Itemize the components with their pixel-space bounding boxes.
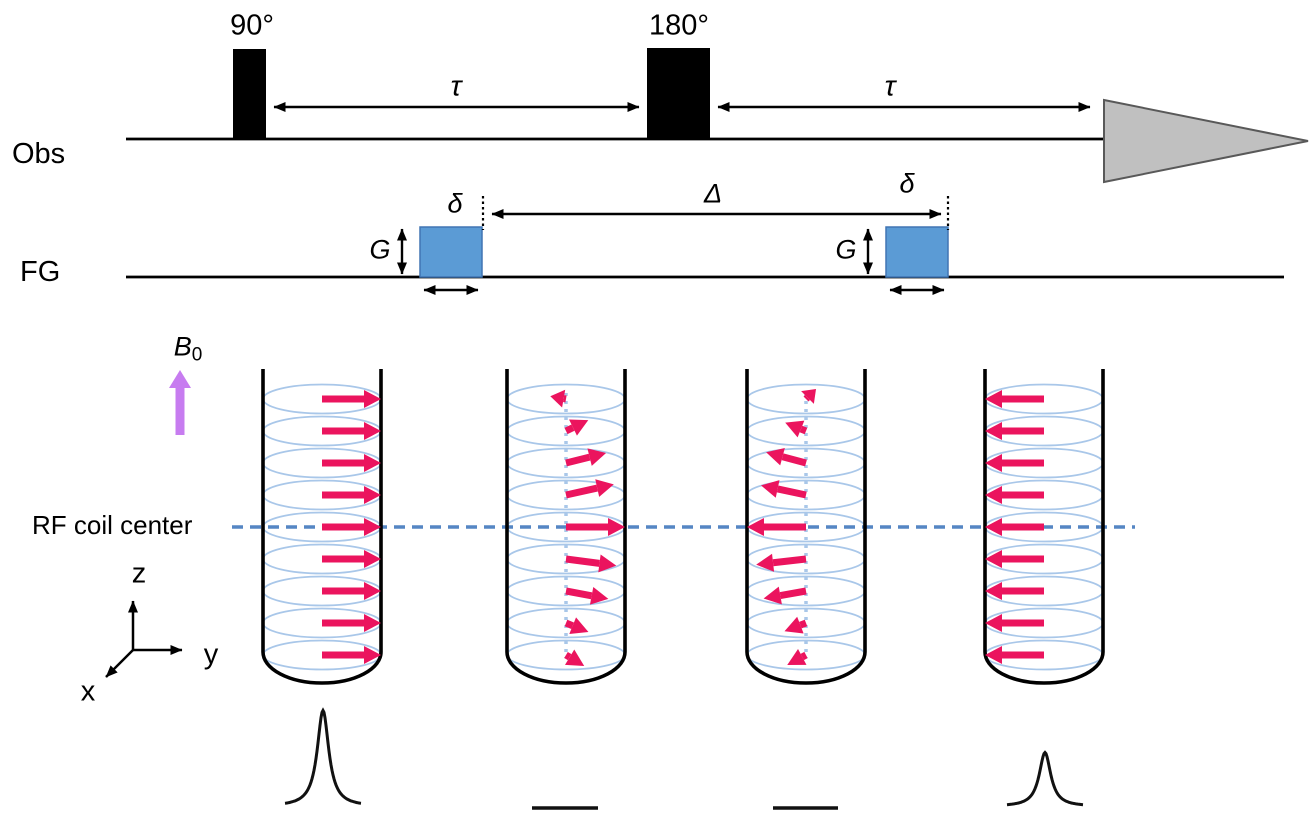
fg-channel-label: FG bbox=[20, 256, 61, 288]
fid-acquisition-triangle bbox=[1103, 98, 1309, 184]
magnetization-arrow-head bbox=[985, 582, 1002, 600]
delta2-label: δ bbox=[899, 168, 915, 199]
magnetization-arrow-shaft bbox=[800, 651, 808, 661]
magnetization-arrow-head bbox=[756, 553, 775, 572]
magnetization-arrow-head bbox=[985, 550, 1002, 568]
magnetization-arrow-head bbox=[801, 388, 817, 404]
magnetization-arrow-head bbox=[364, 486, 381, 504]
magnetization-arrow-head bbox=[595, 479, 614, 497]
magnetization-arrow-head bbox=[364, 390, 381, 408]
pulse-180-label: 180° bbox=[649, 9, 709, 42]
b0-subscript: 0 bbox=[191, 344, 203, 366]
magnetization-arrow-head bbox=[364, 550, 381, 568]
signal-spectra bbox=[284, 707, 1084, 810]
g2-label: G bbox=[835, 234, 857, 265]
magnetization-arrow-shaft bbox=[565, 484, 598, 499]
magnetization-arrow-shaft bbox=[799, 619, 808, 629]
sample-tubes bbox=[261, 369, 1105, 685]
big-delta-label: Δ bbox=[703, 178, 723, 209]
magnetization-arrow-head bbox=[364, 422, 381, 440]
magnetization-arrow-head bbox=[766, 448, 785, 466]
magnetization-arrow-head bbox=[608, 518, 625, 536]
tube-2 bbox=[505, 369, 627, 685]
pulse-90-rect bbox=[233, 49, 266, 139]
g1-label: G bbox=[369, 234, 391, 265]
magnetization-arrow-head bbox=[985, 390, 1002, 408]
rf-coil-center-label: RF coil center bbox=[32, 510, 193, 540]
pulse-180-rect bbox=[647, 48, 710, 139]
tube-outline bbox=[261, 369, 383, 685]
magnetization-arrow-head bbox=[784, 616, 804, 634]
magnetization-arrow-shaft bbox=[799, 425, 808, 435]
magnetization-arrow-shaft bbox=[772, 555, 807, 567]
magnetization-arrow-head bbox=[763, 586, 782, 605]
magnetization-arrow-head bbox=[985, 646, 1002, 664]
x-axis-label: x bbox=[80, 675, 96, 708]
magnetization-arrow-head bbox=[364, 646, 381, 664]
gradient-pulse-1 bbox=[419, 226, 483, 278]
tube-4 bbox=[983, 369, 1105, 685]
magnetization-arrow-head bbox=[985, 614, 1002, 632]
magnetization-arrow-shaft bbox=[565, 555, 600, 567]
tube-outline bbox=[745, 369, 867, 685]
pulse-90-label: 90° bbox=[230, 9, 274, 42]
magnetization-arrow-head bbox=[364, 454, 381, 472]
x-axis-arrow bbox=[105, 649, 134, 678]
magnetization-arrow-head bbox=[364, 614, 381, 632]
obs-channel-label: Obs bbox=[12, 138, 66, 170]
magnetization-arrow-head bbox=[589, 586, 609, 605]
z-axis-label: z bbox=[131, 557, 147, 590]
magnetization-arrow-head bbox=[598, 554, 617, 573]
magnetization-arrow-shaft bbox=[803, 395, 810, 402]
tube-3 bbox=[745, 369, 867, 685]
magnetization-arrow-head bbox=[747, 518, 764, 536]
magnetization-arrow-head bbox=[985, 486, 1002, 504]
magnetization-arrow-head bbox=[985, 454, 1002, 472]
tube-outline bbox=[983, 369, 1105, 685]
magnetization-arrow-head bbox=[364, 518, 381, 536]
magnetization-arrow-shaft bbox=[564, 424, 575, 435]
tube-outline bbox=[505, 369, 627, 685]
magnetization-arrow-head bbox=[569, 617, 589, 635]
tau2-label: τ bbox=[884, 70, 896, 103]
y-axis-label: y bbox=[203, 638, 219, 671]
coordinate-axes bbox=[105, 600, 183, 678]
magnetization-arrow-head bbox=[364, 582, 381, 600]
b0-label: B0 bbox=[173, 331, 203, 366]
tau1-label: τ bbox=[450, 70, 462, 103]
magnetization-arrow-head bbox=[785, 420, 805, 438]
magnetization-arrow-shaft bbox=[779, 587, 807, 599]
gradient-pulse-2 bbox=[885, 226, 949, 278]
magnetization-arrow-head bbox=[985, 518, 1002, 536]
magnetization-arrow-shaft bbox=[564, 651, 572, 661]
signal-peak-1 bbox=[284, 707, 362, 805]
magnetization-arrow-head bbox=[569, 419, 589, 436]
magnetization-arrow-head bbox=[787, 649, 807, 665]
delta1-label: δ bbox=[447, 188, 463, 219]
magnetization-arrow-head bbox=[550, 389, 566, 408]
magnetization-arrow-head bbox=[760, 480, 780, 498]
magnetization-arrow-shaft bbox=[564, 619, 574, 629]
b0-field-arrow bbox=[169, 370, 191, 435]
magnetization-arrow-head bbox=[564, 649, 585, 666]
magnetization-arrow-shaft bbox=[565, 587, 593, 600]
signal-peak-4 bbox=[1006, 750, 1084, 807]
magnetization-arrow-shaft bbox=[565, 453, 591, 467]
b0-symbol: B bbox=[173, 331, 192, 362]
magnetization-arrow-shaft bbox=[781, 453, 807, 467]
tube-1 bbox=[261, 369, 383, 685]
magnetization-arrow-head bbox=[587, 448, 607, 466]
magnetization-arrow-head bbox=[985, 422, 1002, 440]
magnetization-arrow-shaft bbox=[776, 485, 807, 499]
